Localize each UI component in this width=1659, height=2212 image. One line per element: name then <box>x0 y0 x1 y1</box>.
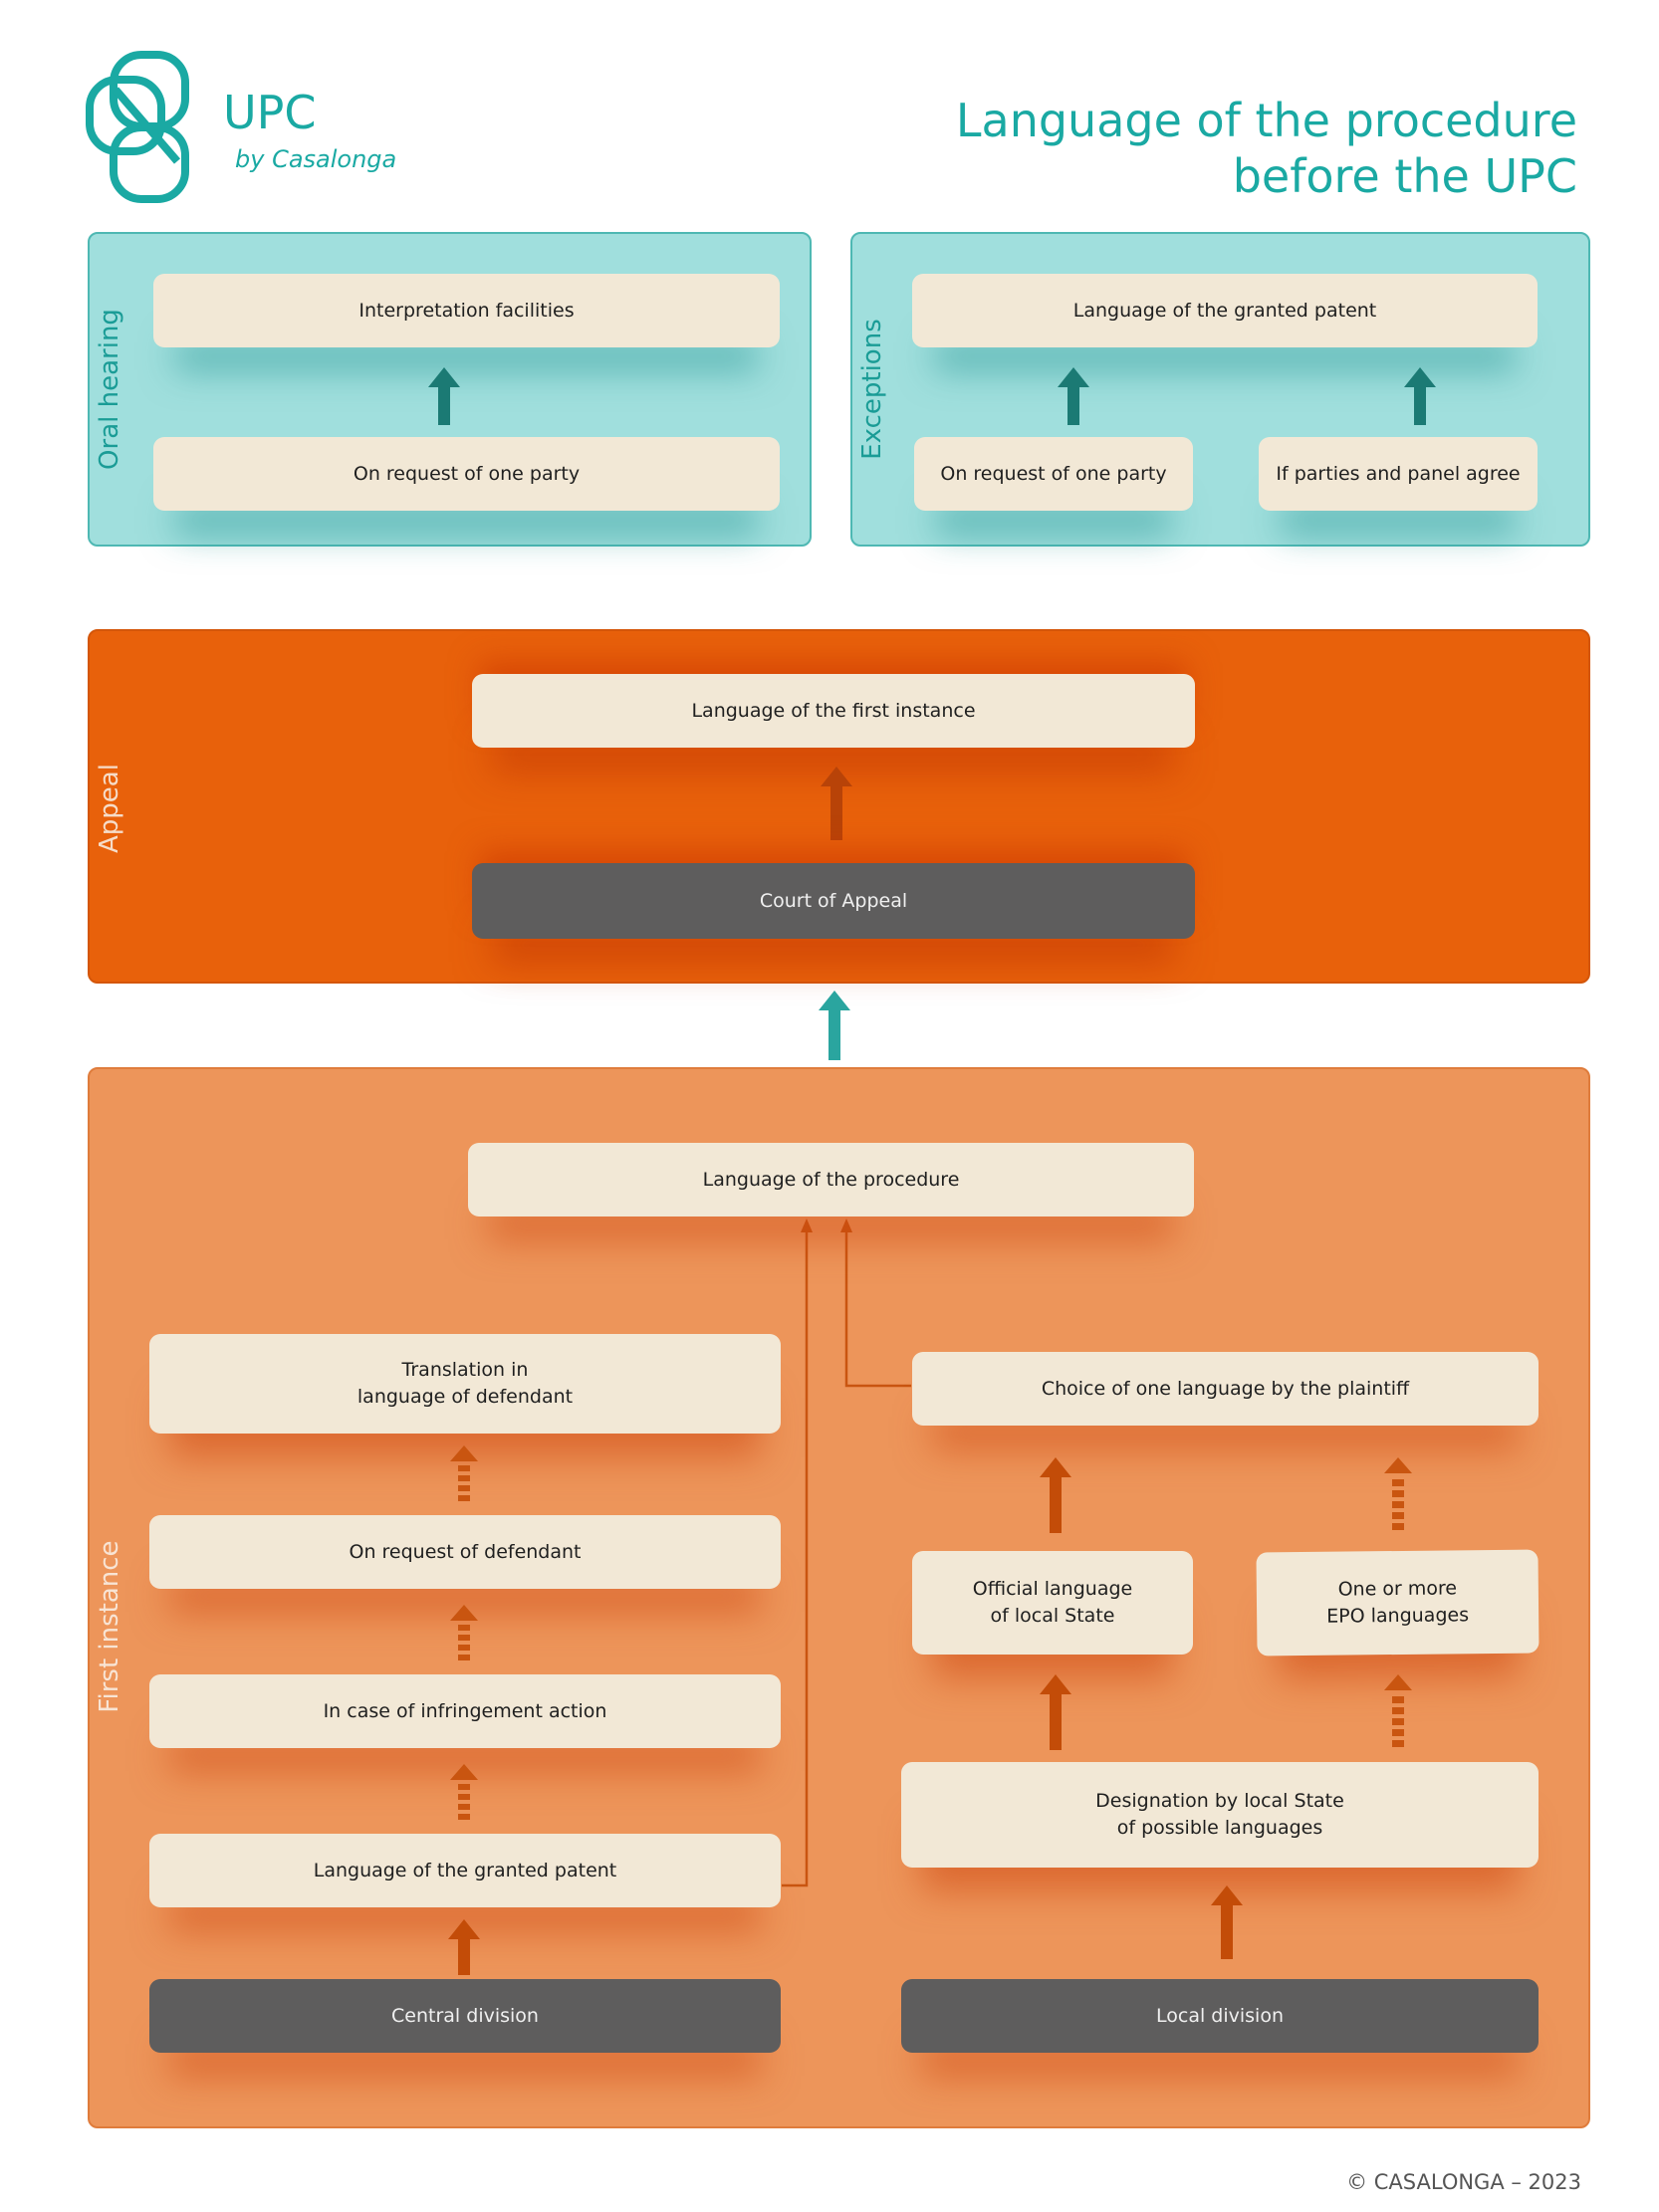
dashed-arrow-up-icon <box>450 1605 478 1660</box>
oral-hearing-label: Oral hearing <box>95 309 124 470</box>
request-defendant-box: On request of defendant <box>149 1515 781 1589</box>
dashed-arrow-up-icon <box>1384 1457 1412 1530</box>
page-title-line-1: Language of the procedure <box>955 94 1577 147</box>
copyright-footer: © CASALONGA – 2023 <box>1346 2170 1581 2194</box>
connector-lines <box>782 1218 911 1887</box>
infringement-action-box: In case of infringement action <box>149 1674 781 1748</box>
epo-languages-box: One or more EPO languages <box>1256 1549 1540 1657</box>
arrow-up-icon <box>1404 367 1436 425</box>
translation-defendant-box: Translation in language of defendant <box>149 1334 781 1434</box>
language-first-instance-box: Language of the first instance <box>472 674 1195 748</box>
oral-request-one-party-box: On request of one party <box>153 437 780 511</box>
arrow-up-icon <box>1058 367 1089 425</box>
dashed-arrow-up-icon <box>450 1764 478 1820</box>
logo: UPC by Casalonga <box>86 50 404 209</box>
designation-local-state-box: Designation by local State of possible l… <box>901 1762 1539 1868</box>
official-language-local-state-box: Official language of local State <box>912 1551 1193 1655</box>
arrow-up-icon <box>821 767 852 840</box>
oral-hearing-panel: Oral hearing Interpretation facilities O… <box>88 232 812 547</box>
arrow-up-icon <box>1040 1674 1071 1750</box>
granted-patent-box: Language of the granted patent <box>149 1834 781 1907</box>
court-of-appeal-box: Court of Appeal <box>472 863 1195 939</box>
upc-logo-icon <box>86 51 189 203</box>
choice-language-plaintiff-box: Choice of one language by the plaintiff <box>912 1352 1539 1426</box>
local-division-box: Local division <box>901 1979 1539 2053</box>
exceptions-panel: Exceptions Language of the granted paten… <box>850 232 1590 547</box>
dashed-arrow-up-icon <box>1384 1674 1412 1747</box>
central-division-box: Central division <box>149 1979 781 2053</box>
exceptions-granted-patent-box: Language of the granted patent <box>912 274 1538 347</box>
arrow-up-icon <box>819 991 850 1060</box>
arrow-up-icon <box>1211 1885 1243 1959</box>
arrow-up-icon <box>428 367 460 425</box>
appeal-panel: Appeal Language of the first instance Co… <box>88 629 1590 984</box>
arrow-up-icon <box>1040 1457 1071 1533</box>
language-procedure-box: Language of the procedure <box>468 1143 1194 1217</box>
interpretation-facilities-box: Interpretation facilities <box>153 274 780 347</box>
dashed-arrow-up-icon <box>450 1445 478 1501</box>
parties-panel-agree-box: If parties and panel agree <box>1259 437 1538 511</box>
first-instance-panel: First instance Language of the procedure… <box>88 1067 1590 2128</box>
logo-tagline: by Casalonga <box>235 145 397 173</box>
logo-name: UPC <box>223 86 317 139</box>
appeal-label: Appeal <box>95 764 124 853</box>
page-title-line-2: before the UPC <box>1232 149 1577 203</box>
exceptions-request-one-party-box: On request of one party <box>914 437 1193 511</box>
arrow-up-icon <box>448 1919 480 1975</box>
exceptions-label: Exceptions <box>857 319 887 460</box>
